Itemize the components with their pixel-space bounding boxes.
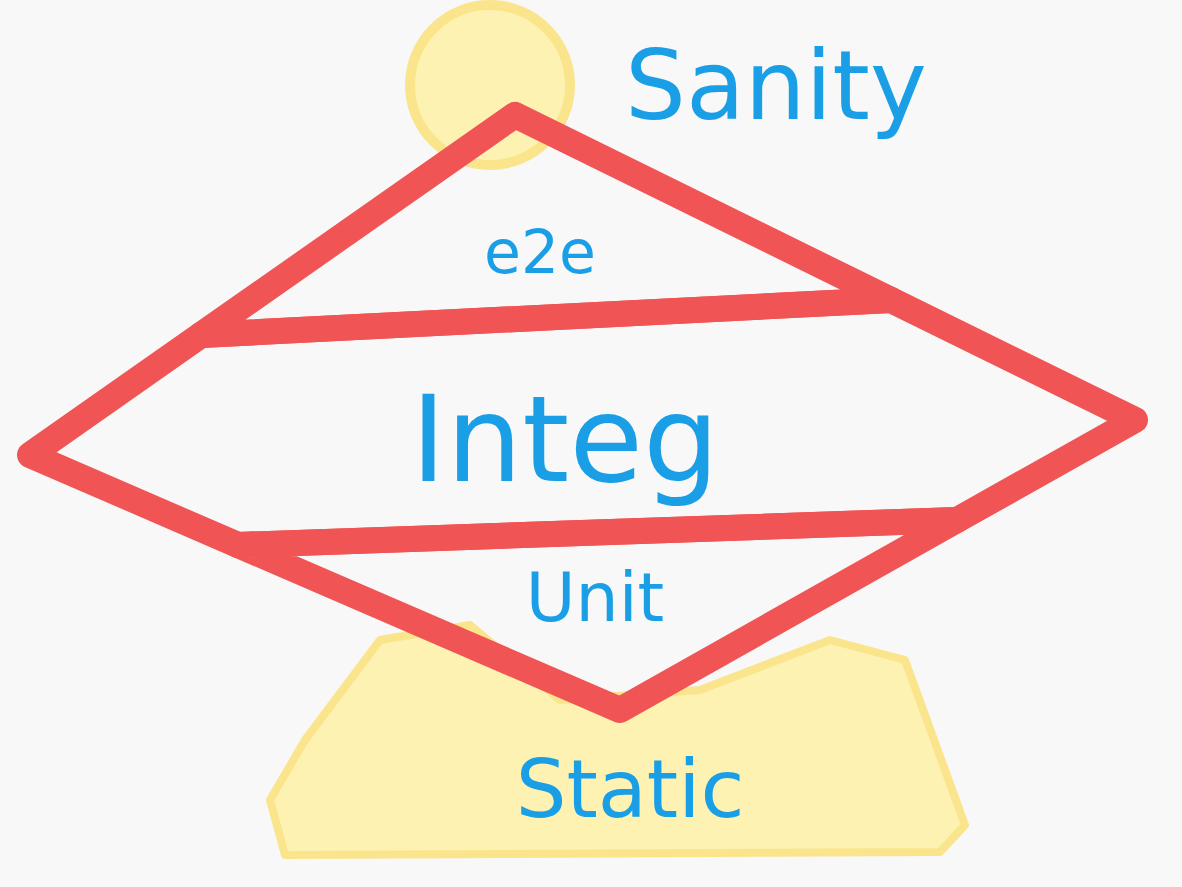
layer-label: Unit <box>526 564 664 632</box>
highlight-shape <box>252 607 983 873</box>
layer-label: Static <box>516 750 745 830</box>
static-highlight: Static <box>252 607 983 873</box>
layer-label: e2e <box>484 222 596 282</box>
unit-band: Unit <box>220 502 975 728</box>
layer-label: Integ <box>411 380 720 500</box>
layer-label: Sanity <box>625 38 927 134</box>
sanity-highlight: Sanity <box>390 0 970 190</box>
